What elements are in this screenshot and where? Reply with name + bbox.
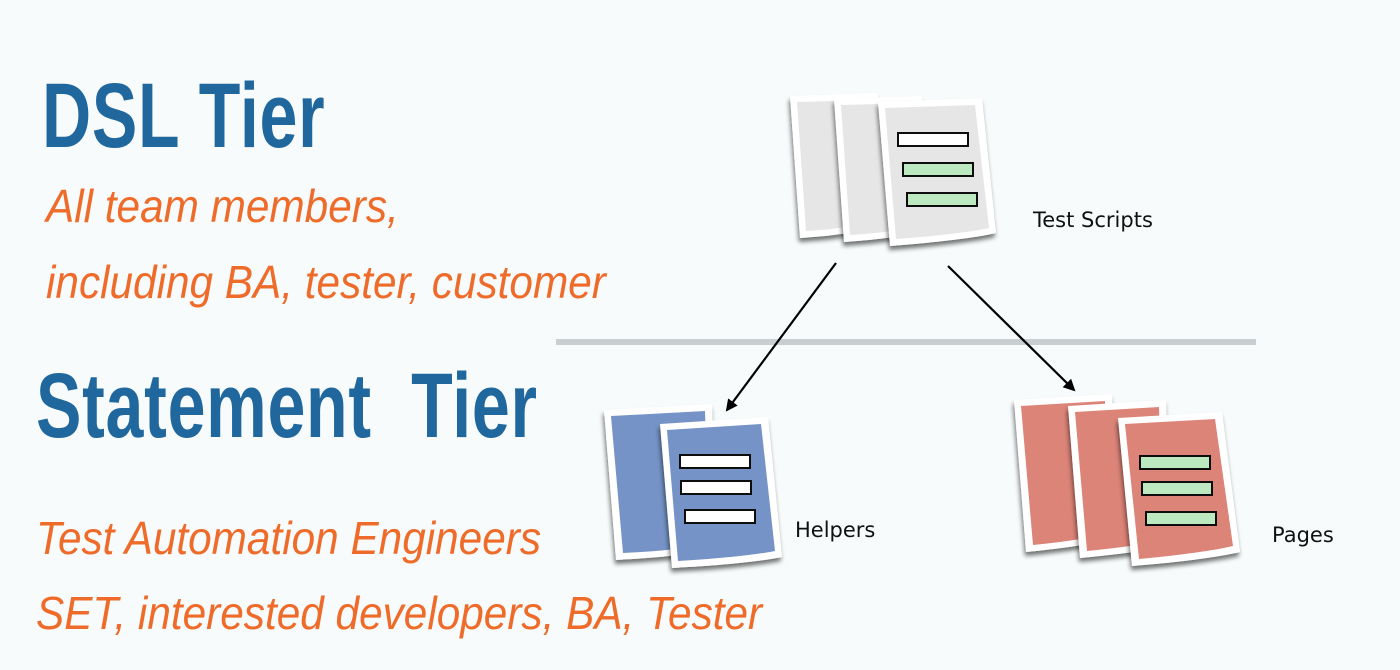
arrow-scripts-to-helpers [725,262,837,412]
test-scripts-document-stack [790,93,996,246]
helpers-line-2 [680,480,752,495]
statement-tier-audience-line-2: SET, interested developers, BA, Tester [36,587,763,639]
dsl-tier-audience-line-2: including BA, tester, customer [46,256,606,308]
helpers-document-stack [604,404,782,568]
pages-line-3 [1145,511,1217,526]
pages-label: Pages [1272,523,1334,547]
dsl-tier-audience-line-1: All team members, [46,180,399,232]
test-scripts-page-front [878,98,996,246]
pages-line-2 [1141,481,1213,496]
test-scripts-line-1 [897,132,969,147]
arrow-scripts-to-pages [947,265,1076,392]
pages-document-stack [1014,394,1240,566]
statement-tier-title: Statement Tier [36,355,538,457]
helpers-page-front [660,417,782,568]
helpers-line-1 [679,454,751,469]
test-scripts-label: Test Scripts [1033,208,1153,232]
helpers-label: Helpers [795,518,876,542]
pages-line-1 [1139,455,1211,470]
pages-page-front [1118,412,1240,566]
test-scripts-line-3 [906,192,978,207]
test-scripts-line-2 [902,162,974,177]
statement-tier-audience-line-1: Test Automation Engineers [36,512,542,564]
helpers-line-3 [684,509,756,524]
dsl-tier-title: DSL Tier [42,65,326,167]
